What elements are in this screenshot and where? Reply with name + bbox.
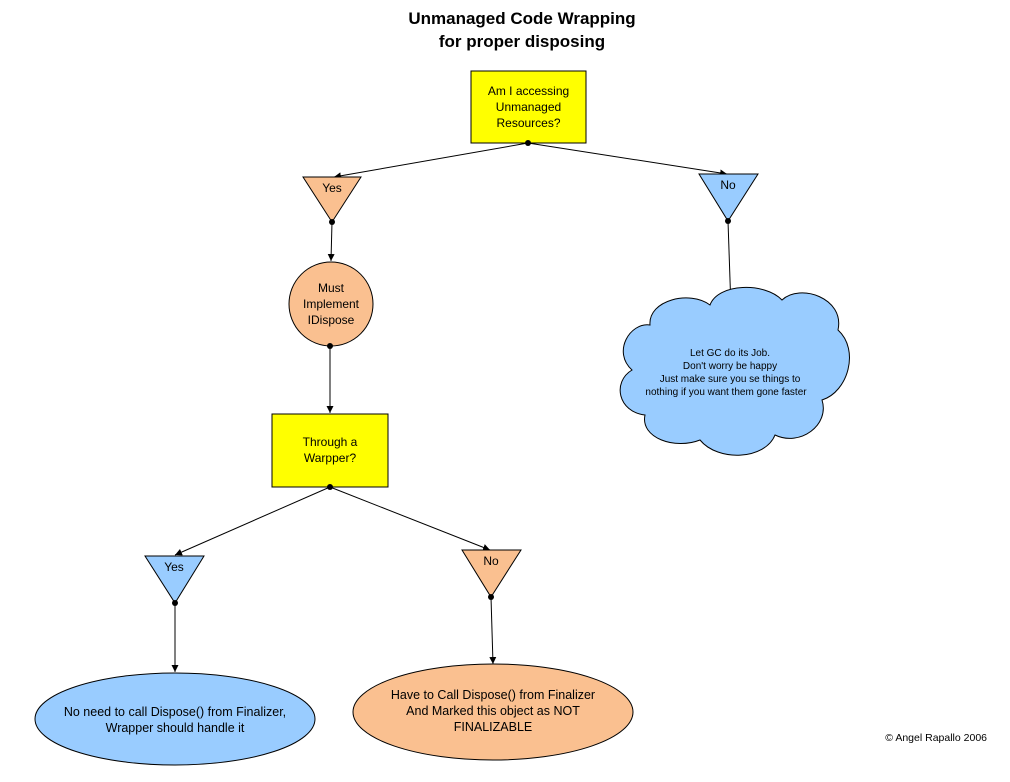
no-label: No (483, 554, 499, 568)
outcome-call-dispose: Have to Call Dispose() from Finalizer An… (352, 663, 634, 761)
decision-box (470, 70, 587, 144)
no-triangle (461, 549, 522, 598)
decision-unmanaged-resources: Am I accessing Unmanaged Resources? (470, 70, 587, 144)
edge-wrapper-to-no (329, 486, 491, 551)
yes-label: Yes (322, 181, 342, 195)
answer-yes-bottom: Yes (144, 555, 205, 604)
yes-label: Yes (164, 560, 184, 574)
cloud-label-line: Don't worry be happy (683, 361, 777, 372)
outcome-label-line: Have to Call Dispose() from Finalizer (391, 688, 595, 702)
outcome-wrapper-handles: No need to call Dispose() from Finalizer… (34, 672, 316, 766)
cloud-label-line: Just make sure you se things to (660, 374, 801, 385)
copyright-notice: © Angel Rapallo 2006 (885, 732, 987, 744)
no-triangle (698, 173, 759, 222)
must-implement-label-line: Must (318, 281, 345, 295)
must-implement-idispose: Must Implement IDispose (288, 261, 374, 347)
edge-no-to-call-dispose (489, 596, 497, 665)
outcome-ellipse (352, 663, 634, 761)
outcome-label-line: No need to call Dispose() from Finalizer… (64, 705, 286, 719)
connector-dot (327, 484, 333, 490)
outcome-ellipse (34, 672, 316, 766)
cloud-label-line: nothing if you want them gone faster (645, 387, 807, 398)
cloud-shape (619, 287, 850, 456)
decision-label-line: Warpper? (304, 451, 357, 465)
decision-through-wrapper: Through a Warpper? (271, 413, 389, 488)
connector-dot (172, 600, 178, 606)
edge-question-to-no (527, 142, 728, 177)
cloud-label-line: Let GC do its Job. (690, 348, 770, 359)
decision-label-line: Resources? (496, 116, 560, 130)
no-label: No (720, 178, 736, 192)
title-line-1: Unmanaged Code Wrapping (408, 9, 635, 28)
yes-triangle (144, 555, 205, 604)
decision-label-line: Unmanaged (496, 100, 561, 114)
edge-yes-to-must-implement (327, 221, 335, 262)
connector-dot (329, 219, 335, 225)
outcome-label-line: FINALIZABLE (454, 720, 533, 734)
outcome-label-line: Wrapper should handle it (106, 721, 245, 735)
title-line-2: for proper disposing (439, 32, 605, 51)
connector-dot (488, 594, 494, 600)
connectors (171, 142, 735, 672)
outcome-label-line: And Marked this object as NOT (406, 704, 580, 718)
connector-dot (725, 218, 731, 224)
gc-cloud: Let GC do its Job. Don't worry be happy … (619, 287, 850, 456)
connector-dots (172, 140, 731, 606)
answer-no-bottom: No (461, 549, 522, 598)
decision-label-line: Am I accessing (488, 84, 569, 98)
edge-wrapper-to-yes (174, 486, 331, 556)
connector-dot (327, 343, 333, 349)
yes-triangle (302, 176, 362, 223)
answer-yes-top: Yes (302, 176, 362, 223)
diagram-title: Unmanaged Code Wrapping for proper dispo… (408, 9, 635, 51)
edge-question-to-yes (333, 142, 529, 180)
must-implement-label-line: IDispose (308, 313, 355, 327)
connector-dot (525, 140, 531, 146)
must-implement-label-line: Implement (303, 297, 360, 311)
answer-no-top: No (698, 173, 759, 222)
decision-label-line: Through a (303, 435, 358, 449)
decision-box (271, 413, 389, 488)
